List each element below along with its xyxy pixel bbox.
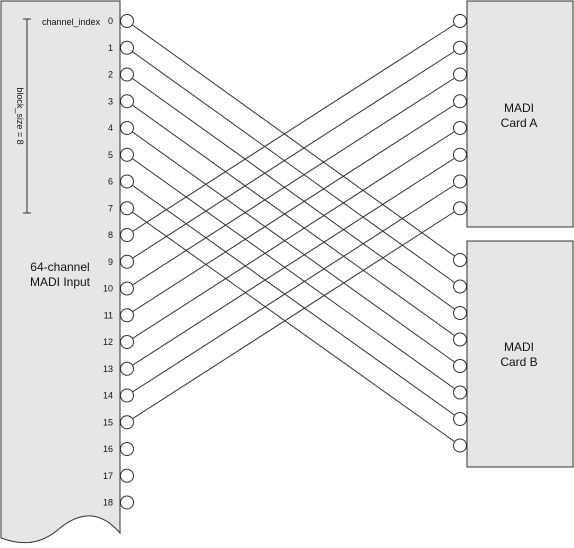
input-port [120, 14, 134, 28]
input-port [120, 201, 134, 216]
input-port-label: 5 [108, 150, 113, 160]
block-size-label: block_size = 8 [15, 87, 25, 144]
input-port [120, 495, 134, 510]
wires [126, 20, 461, 446]
card-b-title-line1: MADI [504, 340, 534, 354]
input-port-label: 4 [108, 123, 113, 133]
card-a-port [453, 147, 467, 162]
card-a-port [453, 121, 467, 135]
input-port [120, 388, 134, 403]
input-port [120, 361, 134, 376]
block-size-bracket [23, 18, 31, 214]
input-port-label: 17 [103, 471, 113, 481]
input-port-label: 8 [108, 230, 113, 240]
wire-to-card-a [126, 47, 461, 263]
input-port [120, 67, 134, 82]
input-title-line1: 64-channel [30, 260, 89, 274]
wire-to-card-b [126, 127, 461, 367]
card-b-port [453, 332, 467, 347]
card-b-title-line2: Card B [500, 355, 537, 369]
wire-to-card-a [126, 181, 461, 396]
wire-to-card-a [126, 154, 461, 370]
wire-to-card-a [126, 20, 461, 236]
input-port [120, 442, 134, 456]
card-b-port [453, 306, 467, 320]
input-ports [120, 14, 134, 510]
card-b-port [453, 385, 467, 400]
input-port-label: 18 [103, 498, 113, 508]
card-a-port [453, 201, 467, 216]
input-port-label: 0 [108, 16, 113, 26]
input-port [120, 308, 134, 323]
input-port [120, 335, 134, 349]
input-port-label: 14 [103, 391, 113, 401]
input-port [120, 174, 134, 189]
wire-to-card-b [126, 154, 461, 393]
card-a-port [453, 174, 467, 189]
card-b-port [453, 253, 467, 267]
input-port-label: 9 [108, 257, 113, 267]
madi-card-a-block [466, 0, 574, 228]
input-port [120, 468, 134, 483]
card-a-title-line2: Card A [501, 116, 538, 130]
input-port [120, 415, 134, 430]
input-port-label: 3 [108, 96, 113, 106]
card-a-port [453, 14, 467, 28]
card-b-port [453, 438, 467, 453]
input-port [120, 121, 134, 135]
input-port-label: 10 [103, 284, 113, 294]
input-port-label: 2 [108, 70, 113, 80]
wire-to-card-b [126, 207, 461, 446]
input-port [120, 254, 134, 269]
madi-card-b-block [466, 240, 574, 468]
wire-to-card-b [126, 20, 461, 261]
input-port [120, 94, 134, 109]
wire-to-card-b [126, 181, 461, 420]
input-port-label: 11 [104, 310, 113, 320]
wire-to-card-a [126, 127, 461, 343]
card-b-port [453, 359, 467, 373]
input-port-label: 15 [103, 417, 113, 427]
card-b-port [453, 279, 467, 294]
wire-to-card-a [126, 100, 461, 316]
input-port-label: 12 [103, 337, 113, 347]
madi-input-block [0, 0, 121, 544]
input-port-label: 7 [108, 203, 113, 213]
input-port [120, 228, 134, 242]
input-port-label: 1 [108, 43, 113, 53]
input-port-label: 13 [103, 364, 113, 374]
input-port-label: 6 [108, 177, 113, 187]
input-port-label: 16 [103, 444, 113, 454]
card-a-port [453, 67, 467, 82]
card-b-ports [453, 253, 467, 453]
channel-index-header: channel_index [42, 17, 101, 27]
card-a-port [453, 40, 467, 55]
wire-to-card-a [126, 207, 461, 423]
wire-to-card-b [126, 100, 461, 340]
input-port [120, 40, 134, 55]
wire-to-card-a [126, 74, 461, 289]
card-a-ports [453, 14, 467, 216]
card-a-title-line1: MADI [504, 101, 534, 115]
input-port [120, 281, 134, 296]
wire-to-card-b [126, 74, 461, 314]
card-b-port [453, 412, 467, 426]
input-title-line2: MADI Input [30, 275, 91, 289]
input-port [120, 147, 134, 162]
wire-to-card-b [126, 47, 461, 287]
card-a-port [453, 94, 467, 109]
